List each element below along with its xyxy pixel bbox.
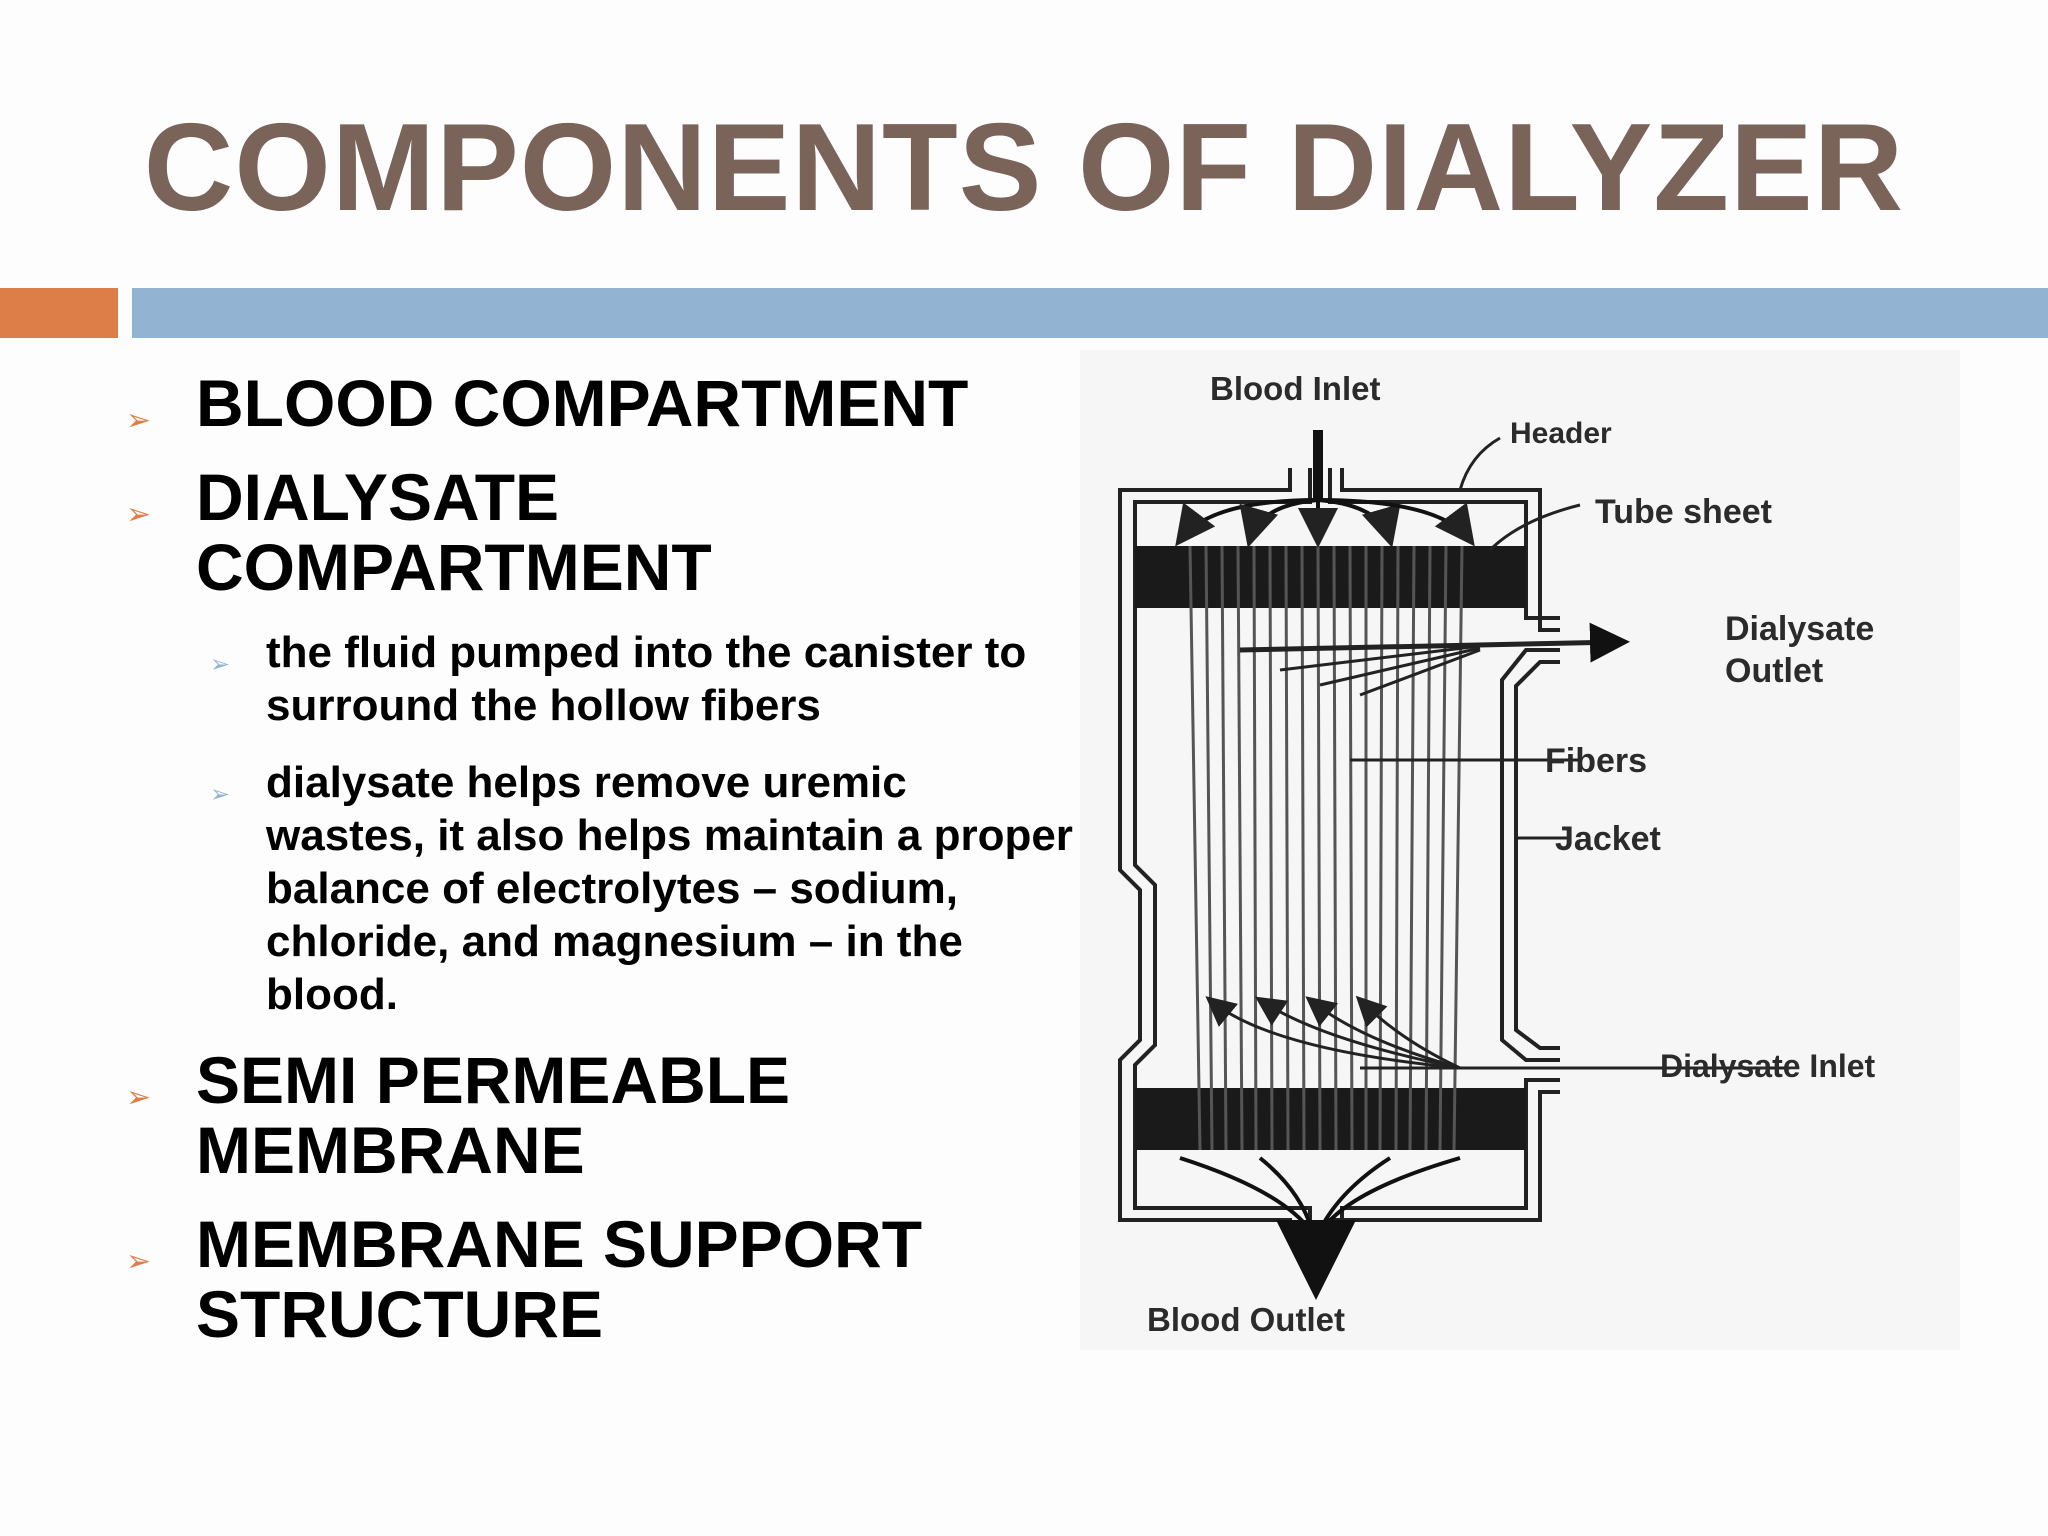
label-blood-outlet: Blood Outlet (1147, 1301, 1345, 1338)
arrow-bullet-icon: ➢ (210, 780, 231, 808)
dialyzer-diagram: Blood Inlet Header Tube sheet Dialysate … (1060, 350, 2000, 1350)
sub-bullet-item: ➢ dialysate helps remove uremic wastes, … (120, 756, 1076, 1021)
label-dialysate-outlet-2: Outlet (1725, 652, 1823, 690)
label-fibers: Fibers (1545, 742, 1647, 780)
sub-bullet-text: the fluid pumped into the canister to su… (266, 628, 1027, 730)
bullet-list: ➢ BLOOD COMPARTMENT ➢ DIALYSATE COMPARTM… (120, 368, 1073, 1373)
accent-bar-orange (0, 288, 118, 338)
bullet-text: SEMI PERMEABLE MEMBRANE (196, 1043, 791, 1187)
tube-sheet-bottom (1135, 1088, 1526, 1150)
arrow-bullet-icon: ➢ (126, 403, 152, 438)
slide-title: COMPONENTS OF DIALYZER (143, 99, 1905, 237)
label-leaders (1350, 436, 1581, 840)
sub-bullet-text: dialysate helps remove uremic wastes, it… (266, 758, 1073, 1019)
label-dialysate-outlet: Dialysate (1725, 610, 1874, 648)
bullet-text: MEMBRANE SUPPORT STRUCTURE (196, 1207, 923, 1351)
tube-sheet-top (1135, 546, 1526, 608)
sub-bullet-item: ➢ the fluid pumped into the canister to … (120, 626, 1076, 732)
label-tube-sheet: Tube sheet (1595, 493, 1772, 531)
dialysate-inlet-arrows (1205, 995, 1790, 1070)
arrow-bullet-icon: ➢ (126, 1244, 152, 1279)
bullet-text: BLOOD COMPARTMENT (196, 366, 969, 440)
bullet-item: ➢ DIALYSATE COMPARTMENT (120, 462, 876, 602)
dialyzer-housing (1118, 468, 1560, 1230)
fibers (1188, 545, 1464, 1151)
diagram-background (1080, 350, 1960, 1350)
bullet-item: ➢ SEMI PERMEABLE MEMBRANE (120, 1045, 916, 1185)
label-header: Header (1510, 417, 1612, 450)
bullet-text: DIALYSATE COMPARTMENT (196, 460, 712, 604)
blood-inlet-arrows (1175, 430, 1475, 548)
bullet-item: ➢ BLOOD COMPARTMENT (120, 368, 1070, 438)
blood-outlet-arrows (1179, 1156, 1461, 1300)
label-blood-inlet: Blood Inlet (1210, 370, 1380, 407)
dialysate-outlet-arrows (1239, 622, 1630, 697)
arrow-bullet-icon: ➢ (210, 650, 231, 678)
label-jacket: Jacket (1555, 820, 1661, 858)
accent-bar-blue (132, 288, 2048, 338)
bullet-item: ➢ MEMBRANE SUPPORT STRUCTURE (120, 1209, 1016, 1349)
arrow-bullet-icon: ➢ (126, 1080, 152, 1115)
label-dialysate-inlet: Dialysate Inlet (1660, 1048, 1876, 1084)
arrow-bullet-icon: ➢ (126, 497, 152, 532)
